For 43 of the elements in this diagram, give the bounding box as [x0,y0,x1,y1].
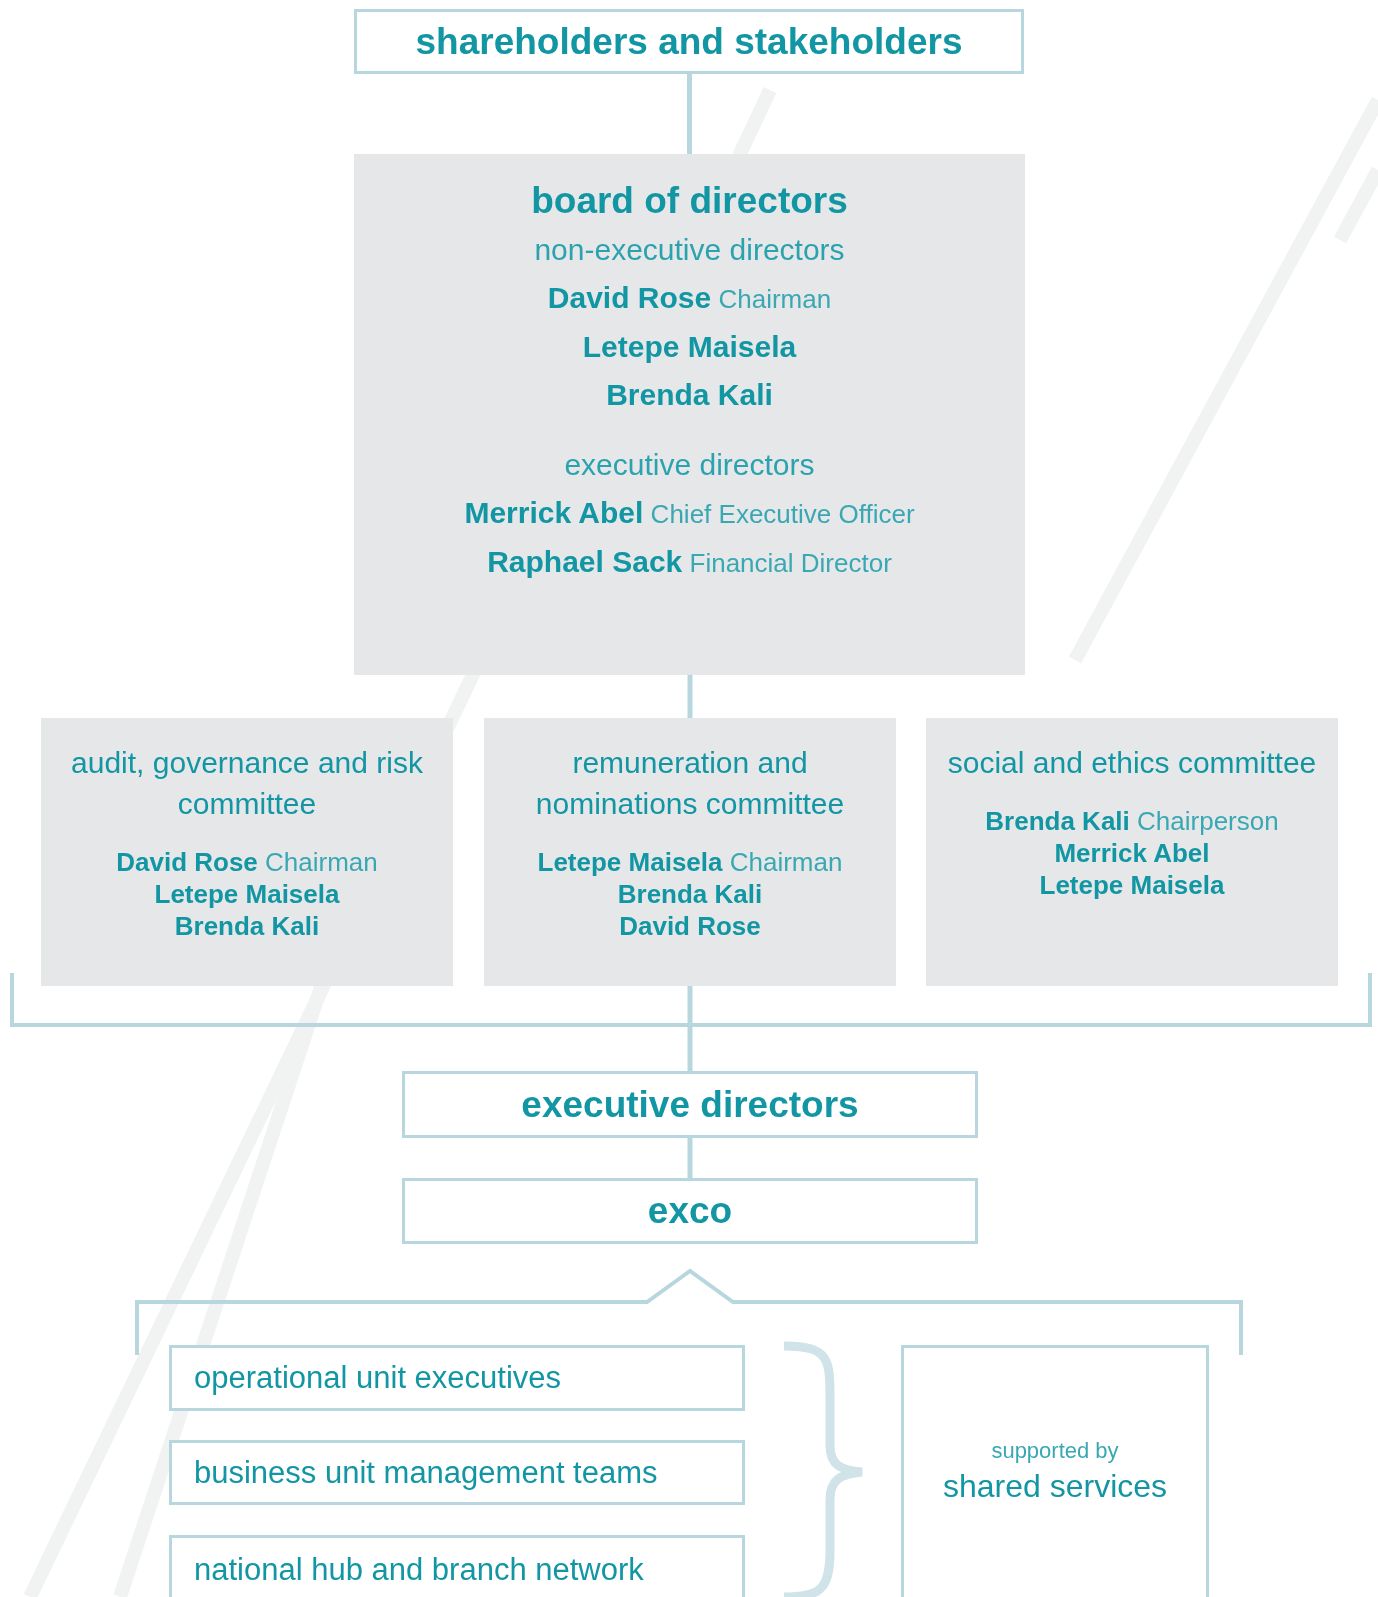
committee-panel [926,718,1338,986]
label-text: shared services [942,1467,1168,1506]
connector-line [687,1138,693,1178]
label-text: operational unit executives [193,1359,562,1397]
name-text: Letepe Maisela [582,329,797,365]
name-text: Brenda Kali [606,377,773,413]
heading: social and ethics committee [946,745,1318,781]
committee-panel [484,718,896,986]
subheading: executive directors [564,447,815,483]
label-text: national hub and branch network [193,1551,644,1589]
heading: executive directors [521,1082,859,1127]
heading: remuneration and nominations committee [534,745,846,822]
box [169,1345,745,1411]
name-text: Letepe Maisela [1039,869,1225,901]
connector-line [687,986,693,1071]
name-and-role: Merrick Abel Chief Executive Officer [464,495,915,531]
name-and-role: David Rose Chairman [547,280,832,316]
box [169,1440,745,1505]
subheading: non-executive directors [534,232,845,268]
caption-text: supported by [991,1437,1119,1465]
box [169,1535,745,1597]
box [402,1178,978,1244]
heading: audit, governance and risk committee [70,745,424,822]
connector-line [687,74,692,154]
name-text: Brenda Kali [617,878,763,910]
board-panel [354,154,1025,675]
name-and-role: Raphael Sack Financial Director [487,544,892,580]
name-text: David Rose [619,910,761,942]
name-text: Brenda Kali [174,910,320,942]
name-and-role: Letepe Maisela Chairman [537,846,843,878]
name-and-role: Brenda Kali Chairperson [985,805,1279,837]
box [402,1071,978,1138]
committee-panel [41,718,453,986]
heading: board of directors [531,179,848,223]
name-text: Letepe Maisela [154,878,340,910]
heading: shareholders and stakeholders [415,19,963,64]
connector-line [687,675,693,718]
box [354,9,1024,74]
label-text: business unit management teams [193,1453,658,1492]
box [901,1345,1209,1597]
heading: exco [647,1189,733,1233]
name-and-role: David Rose Chairman [116,846,378,878]
name-text: Merrick Abel [1054,837,1210,869]
